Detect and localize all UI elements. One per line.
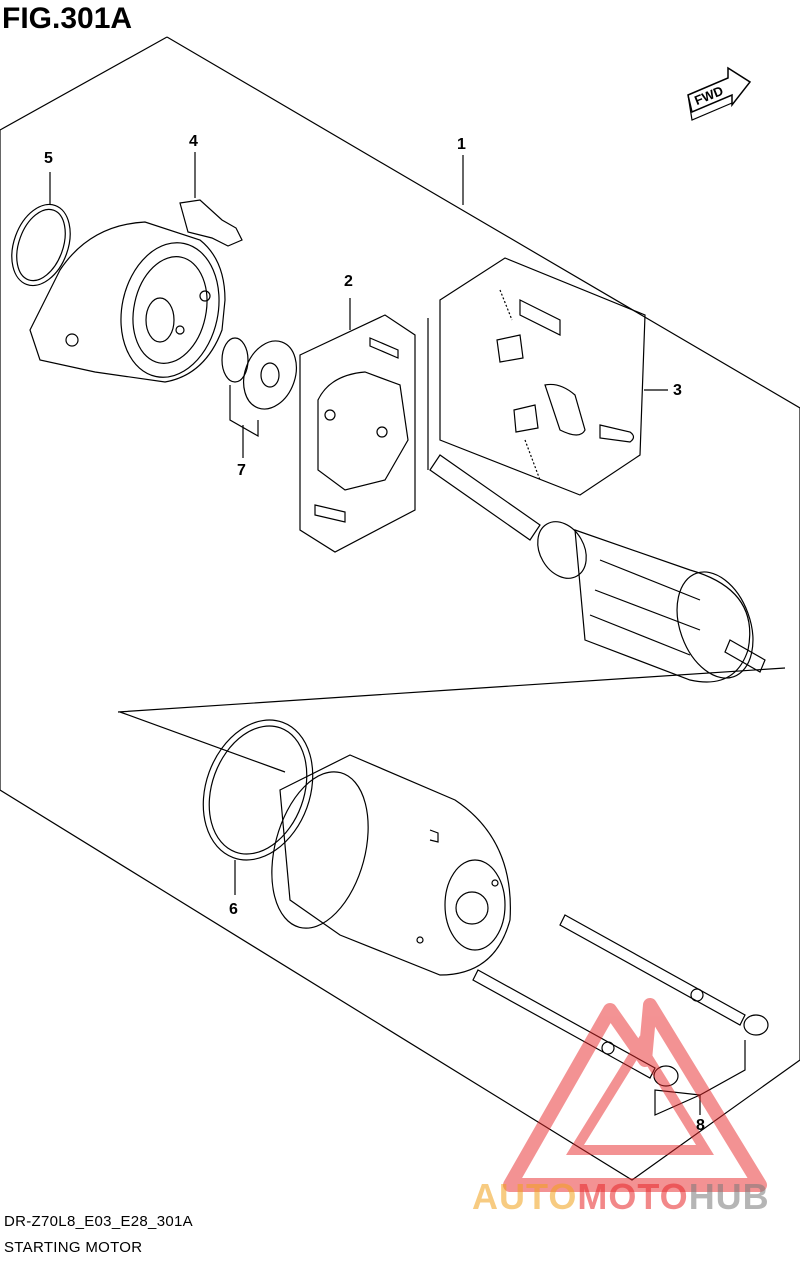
callout-4: 4 <box>189 133 198 150</box>
fwd-arrow-icon <box>687 66 752 121</box>
callout-1: 1 <box>457 136 466 153</box>
watermark-part-auto: AUTO <box>472 1176 578 1217</box>
washer-7b <box>243 340 297 410</box>
callout-6: 6 <box>229 901 238 918</box>
o-ring-5 <box>11 203 71 287</box>
watermark-part-moto: MOTO <box>577 1176 689 1217</box>
yoke-case <box>271 754 511 976</box>
armature <box>427 318 766 683</box>
end-cover-4 <box>29 152 243 383</box>
watermark-part-hub: HUB <box>688 1176 770 1217</box>
assembly-outline <box>0 36 800 1181</box>
o-ring-6 <box>202 719 314 861</box>
figure-name: STARTING MOTOR <box>4 1239 143 1256</box>
brush-holder-2 <box>299 298 416 553</box>
brush-kit-3 <box>439 257 668 496</box>
watermark-text: AUTOMOTOHUB <box>472 1176 770 1218</box>
washer-7a <box>221 337 249 383</box>
figure-code: DR-Z70L8_E03_E28_301A <box>4 1213 193 1230</box>
callout-5: 5 <box>44 150 53 167</box>
watermark-logo-icon <box>503 998 767 1192</box>
figure-title: FIG.301A <box>2 2 133 35</box>
callout-7: 7 <box>237 462 246 479</box>
callout-3: 3 <box>673 382 682 399</box>
armature-bracket-line <box>117 667 786 713</box>
callout-8: 8 <box>696 1117 705 1134</box>
callout-2: 2 <box>344 273 353 290</box>
